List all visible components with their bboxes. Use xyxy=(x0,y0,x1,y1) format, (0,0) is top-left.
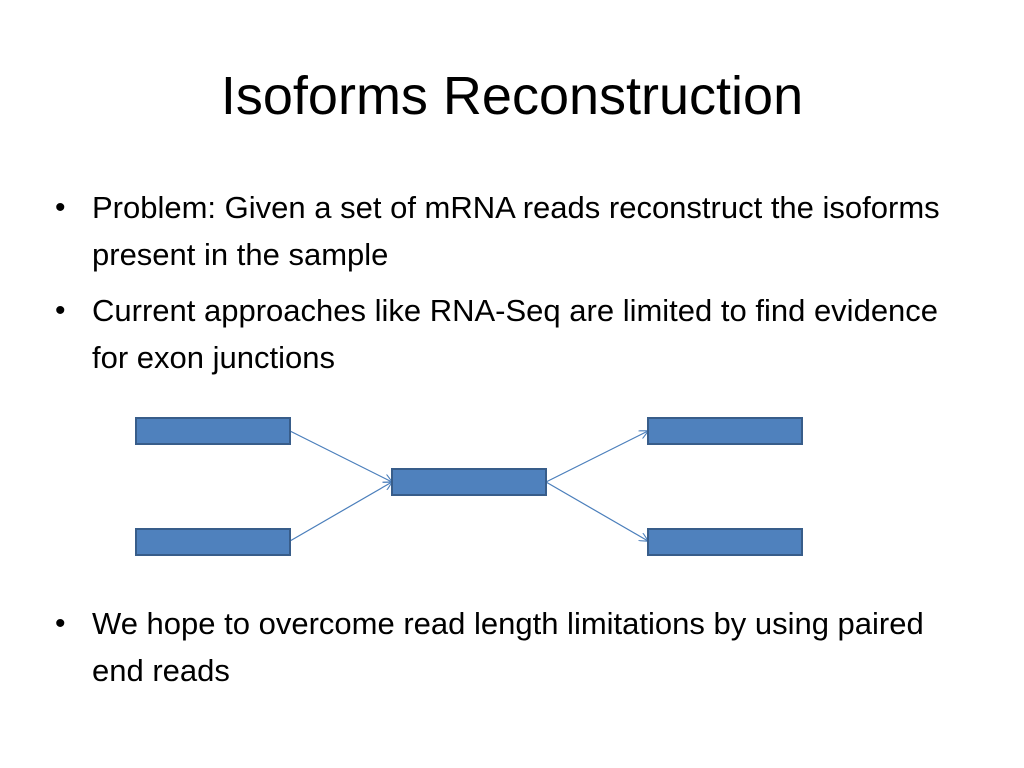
bullet-dot: • xyxy=(55,607,66,640)
exon-box-bottom-left xyxy=(135,528,291,556)
exon-box-top-left xyxy=(135,417,291,445)
exon-box-bottom-right xyxy=(647,528,803,556)
bullet-text: We hope to overcome read length limitati… xyxy=(92,606,924,688)
exon-box-center xyxy=(391,468,547,496)
arrow-bottom-left-to-center xyxy=(289,482,392,542)
bullet-item: • We hope to overcome read length limita… xyxy=(52,600,952,694)
bullet-item: • Current approaches like RNA-Seq are li… xyxy=(52,287,952,381)
bullet-text: Problem: Given a set of mRNA reads recon… xyxy=(92,190,940,272)
bullet-item: • Problem: Given a set of mRNA reads rec… xyxy=(52,184,952,278)
bullet-list-top: • Problem: Given a set of mRNA reads rec… xyxy=(52,184,952,390)
bullet-dot: • xyxy=(55,294,66,327)
bullet-list-bottom: • We hope to overcome read length limita… xyxy=(52,600,952,703)
exon-box-top-right xyxy=(647,417,803,445)
arrow-center-to-bottom-right xyxy=(545,481,648,541)
bullet-dot: • xyxy=(55,191,66,224)
bullet-text: Current approaches like RNA-Seq are limi… xyxy=(92,293,939,375)
arrow-top-left-to-center xyxy=(289,430,392,482)
arrow-center-to-top-right xyxy=(545,431,648,483)
slide-title: Isoforms Reconstruction xyxy=(220,66,804,126)
